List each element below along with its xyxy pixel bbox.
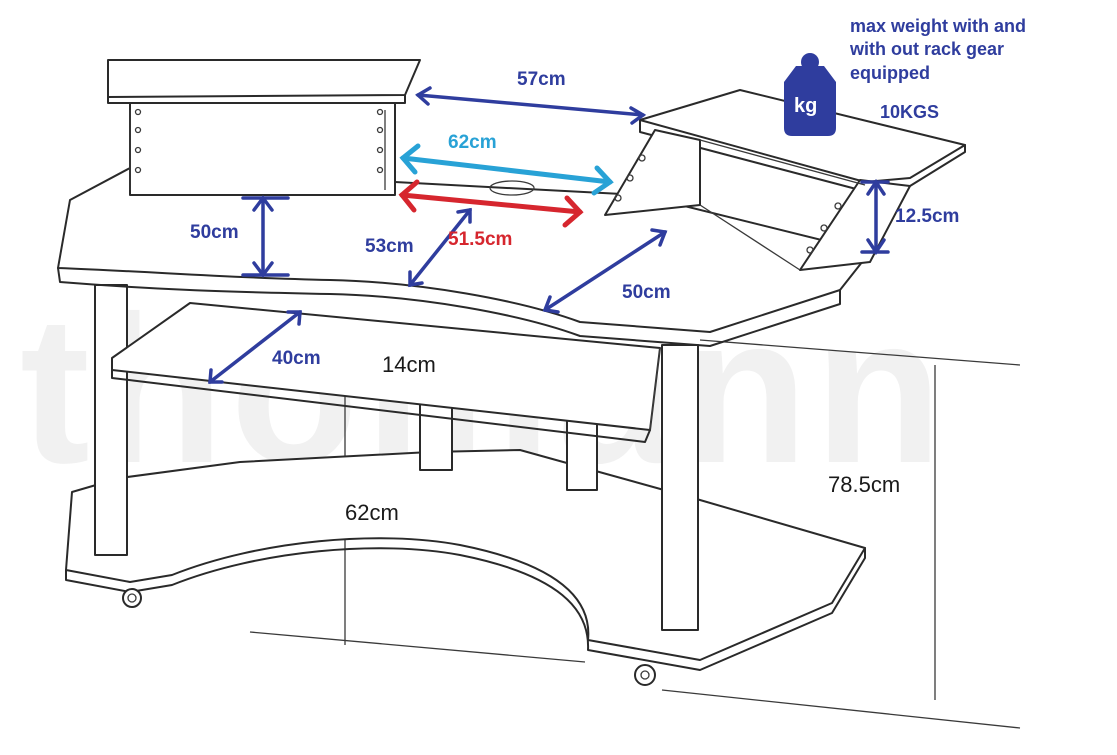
label-red-width: 51.5cm — [448, 229, 512, 250]
dimension-arrows-blue — [208, 86, 890, 384]
label-base-depth: 62cm — [345, 500, 399, 525]
label-tray-depth: 40cm — [272, 348, 321, 369]
right-rack-holes — [614, 154, 842, 254]
weight-note-line-2: with out rack gear — [849, 39, 1004, 59]
left-rack-holes — [134, 108, 384, 174]
label-rack-height: 12.5cm — [895, 206, 959, 227]
label-left-height: 50cm — [190, 222, 239, 243]
weight-note-line-3: equipped — [850, 63, 930, 83]
caster-left — [122, 588, 142, 608]
floor-reference-lines — [249, 339, 1021, 729]
label-top-shelf-gap: 57cm — [517, 69, 566, 90]
label-total-height: 78.5cm — [828, 472, 900, 497]
weight-note-line-1: max weight with and — [850, 16, 1026, 36]
label-tray-height: 14cm — [382, 352, 436, 377]
kg-weight-icon: kg — [784, 53, 836, 136]
keyboard-tray — [111, 302, 661, 443]
weight-value: 10KGS — [880, 102, 939, 122]
label-cyan-width: 62cm — [448, 132, 497, 153]
label-center-depth: 53cm — [365, 236, 414, 257]
left-upper-shelf — [107, 59, 421, 196]
kg-icon-label: kg — [794, 95, 817, 117]
weight-note: max weight with and with out rack gear e… — [849, 16, 1026, 122]
caster-right — [634, 664, 656, 686]
dimension-arrow-red — [398, 179, 584, 228]
dimension-arrow-cyan — [399, 143, 614, 196]
label-right-depth: 50cm — [622, 282, 671, 303]
